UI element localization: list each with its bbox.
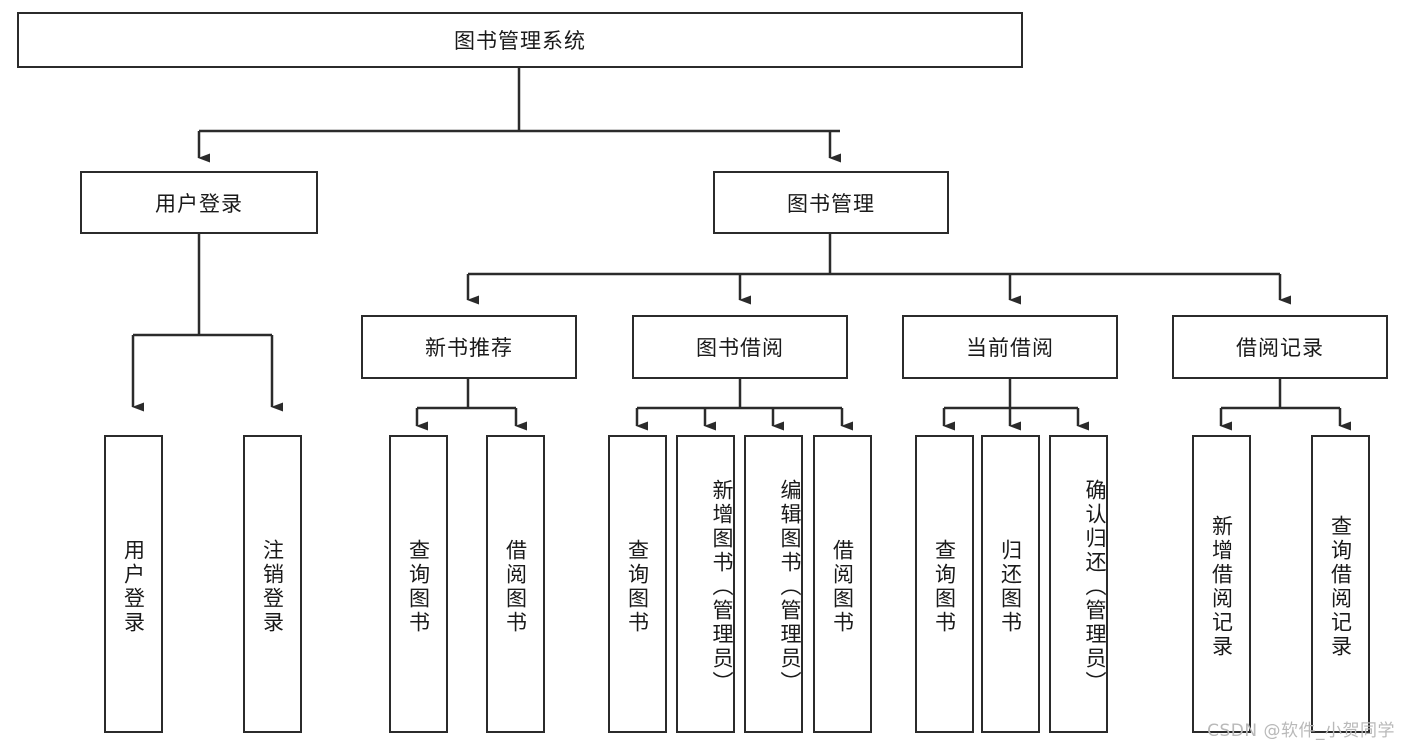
node-new-book-rec[interactable]: 新书推荐: [361, 315, 577, 379]
node-current-borrow[interactable]: 当前借阅: [902, 315, 1118, 379]
leaf-user-login[interactable]: 用户登录: [104, 435, 163, 733]
leaf-borrow-book-2[interactable]: 借阅图书: [813, 435, 872, 733]
node-borrow-record[interactable]: 借阅记录: [1172, 315, 1388, 379]
node-book-borrow[interactable]: 图书借阅: [632, 315, 848, 379]
leaf-query-book-1[interactable]: 查询图书: [389, 435, 448, 733]
node-user-login-label: 用户登录: [155, 191, 243, 216]
node-user-login[interactable]: 用户登录: [80, 171, 318, 234]
leaf-add-book-label: 新增图书（管理员）: [710, 479, 734, 695]
node-book-manage[interactable]: 图书管理: [713, 171, 949, 234]
leaf-edit-book-label: 编辑图书（管理员）: [778, 479, 802, 695]
node-root-label: 图书管理系统: [454, 29, 586, 53]
leaf-edit-book[interactable]: 编辑图书（管理员）: [744, 435, 803, 733]
node-new-book-rec-label: 新书推荐: [425, 336, 513, 360]
leaf-add-record[interactable]: 新增借阅记录: [1192, 435, 1251, 733]
leaf-user-logout[interactable]: 注销登录: [243, 435, 302, 733]
leaf-query-book-1-label: 查询图书: [406, 539, 431, 635]
leaf-confirm-return[interactable]: 确认归还（管理员）: [1049, 435, 1108, 733]
leaf-borrow-book-1-label: 借阅图书: [503, 539, 528, 635]
leaf-return-book[interactable]: 归还图书: [981, 435, 1040, 733]
node-book-borrow-label: 图书借阅: [696, 336, 784, 360]
leaf-borrow-book-1[interactable]: 借阅图书: [486, 435, 545, 733]
leaf-return-book-label: 归还图书: [998, 539, 1023, 635]
leaf-borrow-book-2-label: 借阅图书: [830, 539, 855, 635]
leaf-user-login-label: 用户登录: [121, 539, 146, 635]
leaf-confirm-return-label: 确认归还（管理员）: [1083, 479, 1107, 695]
node-root[interactable]: 图书管理系统: [17, 12, 1023, 68]
node-current-borrow-label: 当前借阅: [966, 336, 1054, 360]
leaf-user-logout-label: 注销登录: [260, 539, 285, 635]
leaf-query-record-label: 查询借阅记录: [1328, 515, 1353, 659]
leaf-add-record-label: 新增借阅记录: [1209, 515, 1234, 659]
leaf-query-book-3[interactable]: 查询图书: [915, 435, 974, 733]
leaf-add-book[interactable]: 新增图书（管理员）: [676, 435, 735, 733]
leaf-query-book-2-label: 查询图书: [625, 539, 650, 635]
leaf-query-book-3-label: 查询图书: [932, 539, 957, 635]
watermark: CSDN @软件_小贺同学: [1207, 721, 1395, 741]
leaf-query-book-2[interactable]: 查询图书: [608, 435, 667, 733]
node-book-manage-label: 图书管理: [787, 191, 875, 216]
leaf-query-record[interactable]: 查询借阅记录: [1311, 435, 1370, 733]
node-borrow-record-label: 借阅记录: [1236, 336, 1324, 360]
